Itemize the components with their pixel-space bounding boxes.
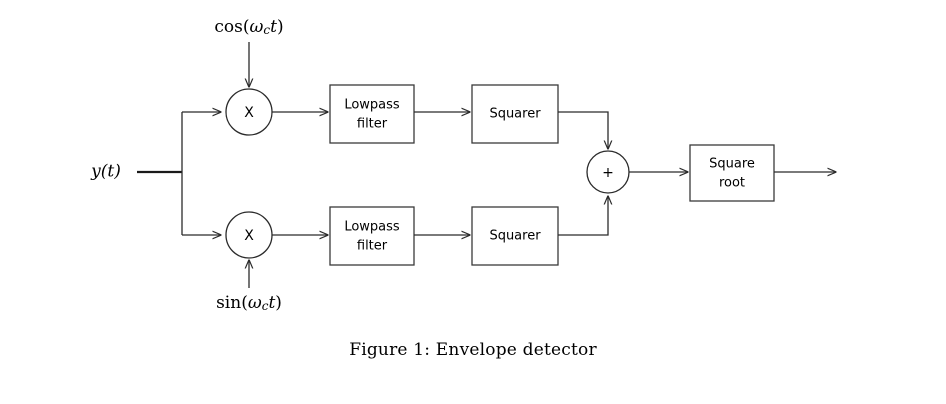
adder-label: + bbox=[602, 165, 614, 181]
carrier-cos-label: cos(ωct) bbox=[214, 17, 283, 37]
wire-squarer-bottom-to-adder bbox=[558, 196, 608, 236]
input-signal-label: y(t) bbox=[90, 162, 121, 182]
squarer-bottom-label: Squarer bbox=[489, 229, 541, 244]
mixer-bottom-label: X bbox=[244, 228, 254, 244]
lowpass-filter-bottom-label-line2: filter bbox=[357, 239, 388, 254]
square-root-label-line1: Square bbox=[709, 157, 755, 172]
lowpass-filter-bottom[interactable] bbox=[329, 206, 415, 266]
square-root-block[interactable] bbox=[689, 144, 775, 202]
figure-caption: Figure 1: Envelope detector bbox=[349, 340, 597, 360]
lowpass-filter-top[interactable] bbox=[329, 84, 415, 144]
squarer-bottom[interactable] bbox=[471, 206, 559, 266]
wire-squarer-top-to-adder bbox=[558, 111, 608, 149]
lowpass-filter-top-label-line1: Lowpass bbox=[344, 98, 400, 113]
carrier-sin-label: sin(ωct) bbox=[216, 293, 282, 313]
lowpass-filter-bottom-label-line1: Lowpass bbox=[344, 220, 400, 235]
squarer-top-label: Squarer bbox=[489, 107, 541, 122]
lowpass-filter-top-label-line2: filter bbox=[357, 117, 388, 132]
mixer-top-label: X bbox=[244, 105, 254, 121]
square-root-label-line2: root bbox=[719, 176, 745, 191]
squarer-top[interactable] bbox=[471, 84, 559, 144]
